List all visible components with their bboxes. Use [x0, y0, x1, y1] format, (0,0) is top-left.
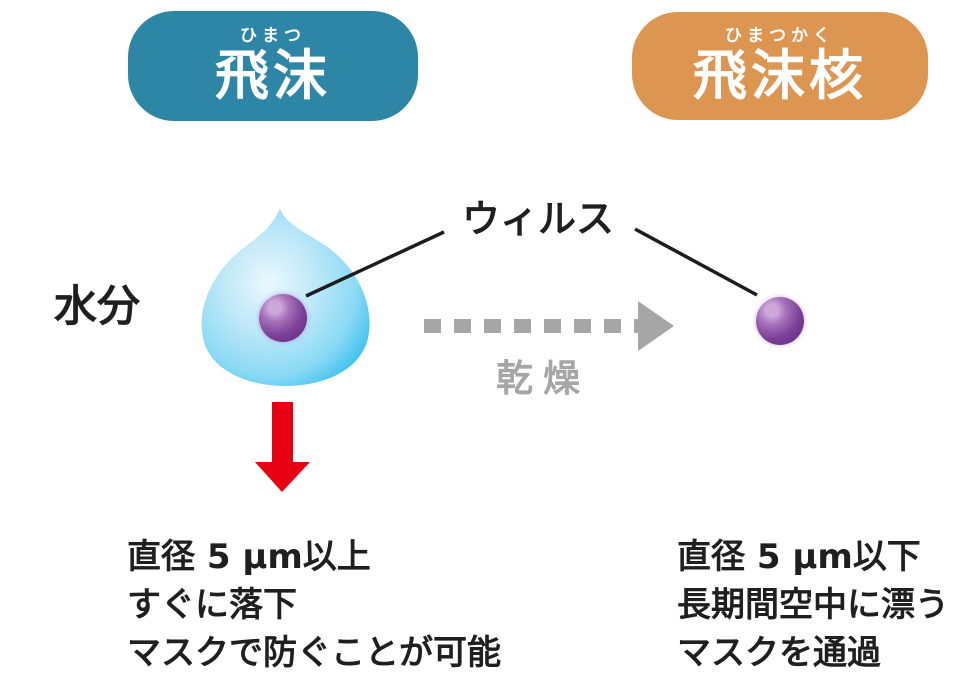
- moisture-label: 水分: [54, 282, 140, 332]
- dashed-arrow-head: [638, 301, 674, 351]
- virus-icon-alone: [756, 297, 804, 345]
- note-droplet-line-1: 直径 5 μm以上: [127, 537, 371, 577]
- badge-droplet-nucleus: ひまつかく 飛沫核: [632, 12, 928, 120]
- note-droplet: 直径 5 μm以上 すぐに落下 マスクで防ぐことが可能: [127, 533, 501, 677]
- badge-droplet-furigana: ひまつ: [240, 25, 306, 46]
- note-droplet-nucleus-line-1: 直径 5 μm以下: [677, 537, 921, 577]
- badge-droplet-nucleus-label: 飛沫核: [693, 43, 867, 107]
- note-droplet-nucleus: 直径 5 μm以下 長期間空中に漂う マスクを通過: [677, 533, 949, 677]
- virus-icon-in-droplet: [259, 294, 307, 342]
- virus-label: ウィルス: [462, 197, 615, 241]
- red-down-arrow-icon: [255, 402, 310, 492]
- note-droplet-nucleus-line-2: 長期間空中に漂う: [677, 585, 949, 625]
- note-droplet-line-2: すぐに落下: [127, 585, 297, 625]
- drying-label: 乾燥: [496, 357, 590, 400]
- badge-droplet: ひまつ 飛沫: [128, 11, 418, 121]
- note-droplet-nucleus-line-3: マスクを通過: [677, 633, 881, 673]
- note-droplet-line-3: マスクで防ぐことが可能: [127, 633, 501, 673]
- badge-droplet-label: 飛沫: [215, 43, 331, 107]
- virus-pointer-line-right: [634, 227, 758, 297]
- badge-droplet-nucleus-furigana: ひまつかく: [725, 25, 835, 46]
